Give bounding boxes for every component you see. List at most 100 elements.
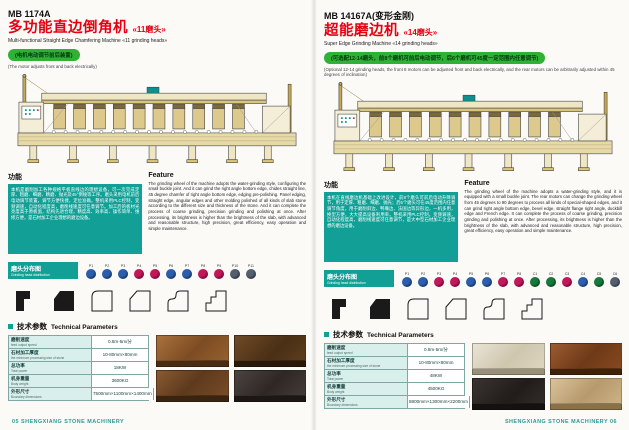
- param-label-zh: 总功率: [327, 370, 341, 376]
- bullet-square-icon: [324, 331, 329, 337]
- grinding-head-label: P10: [231, 263, 239, 268]
- feature-banner-en: (The motor adjusts front and back electr…: [8, 63, 97, 69]
- stone-sample: [233, 334, 306, 367]
- stone-sample-edge: [156, 360, 229, 367]
- edge-profile-icon: [483, 298, 505, 319]
- distribution-label: 磨头分布图 Grinding head distribution: [324, 269, 394, 287]
- param-value-cell: 48KW: [408, 369, 465, 382]
- table-row: 石材加工厚度 the minimum processing size of st…: [9, 348, 149, 362]
- grinding-head: P2: [101, 264, 113, 279]
- feature-column: Feature The grinding wheel of the machin…: [148, 172, 306, 252]
- param-label-en: the minimum processing size of stone: [11, 355, 65, 360]
- grinding-head-label: P2: [104, 263, 110, 268]
- param-value-cell: 7500mm×1100mm×1400mm: [92, 387, 154, 400]
- grinding-head-dot: [166, 268, 176, 279]
- edge-profile-icon: [521, 298, 543, 319]
- grinding-head-label: C2: [548, 271, 554, 276]
- function-heading: 功能: [8, 173, 22, 181]
- product-title-en: Multi-functional Straight Edge Chamferin…: [8, 38, 168, 44]
- grinding-head-label: P7: [500, 271, 506, 276]
- stone-sample-edge: [549, 403, 622, 410]
- table-row: 机身重量 Body weight 4500KG: [325, 382, 465, 396]
- feature-banner-en: (Optional 12-14 grinding heads, the fron…: [324, 66, 615, 77]
- grinding-head-label: P7: [184, 263, 190, 268]
- edge-profile-icon: [129, 290, 151, 311]
- table-row: 外形尺寸 Boundary dimensions 8800mm×1300mm×2…: [325, 395, 470, 409]
- parameters-table: 磨削速度 feed output speed 0.8m-5m/分 石材加工厚度 …: [8, 334, 154, 401]
- distribution-label-en: Grinding head distribution: [327, 280, 366, 285]
- stone-sample: [549, 377, 622, 410]
- stone-sample-edge: [233, 395, 306, 402]
- left-page: MB 1174A 多功能直边倒角机 «11磨头» Multi-functiona…: [8, 9, 306, 402]
- product-title-en: Super Edge Grinding Machine «14 grinding…: [324, 41, 438, 47]
- grinding-head-dot: [594, 276, 604, 287]
- machine-illustration: [324, 78, 622, 178]
- grinding-head: C5: [593, 272, 605, 287]
- stone-sample-edge: [472, 368, 545, 375]
- stone-sample-face: [156, 369, 229, 396]
- grinding-head: C1: [529, 272, 541, 287]
- feature-heading: Feature: [464, 179, 490, 187]
- param-label-zh: 磨削速度: [11, 336, 30, 342]
- grinding-head-label: P1: [404, 271, 410, 276]
- grinding-head-dot: [434, 276, 444, 287]
- stone-sample-edge: [233, 360, 306, 367]
- stone-sample-face: [472, 377, 545, 404]
- grinding-head-dot: [246, 268, 256, 279]
- table-row: 机身重量 Body weight 3600KG: [9, 374, 149, 388]
- grinding-head: P2: [417, 272, 429, 287]
- grinding-head-dot: [578, 276, 588, 287]
- param-label-en: Body weight: [11, 381, 29, 386]
- param-label-zh: 外形尺寸: [327, 396, 346, 402]
- grinding-head-dot: [230, 268, 240, 279]
- stone-sample: [233, 369, 306, 402]
- param-label-en: the minimum processing size of stone: [327, 363, 381, 368]
- feature-banner-zh: (可选配12-14磨头，前8个磨机可前后电动调节，后6个磨机可45度一定范围内任…: [324, 52, 546, 64]
- param-label-zh: 石材加工厚度: [327, 357, 355, 363]
- param-value-cell: 8800mm×1300mm×2200mm: [408, 395, 470, 408]
- function-text-zh: 本机在直线磨边机基础上改进设计，前8个磨头可前后电动升降调节，用于定厚、粗磨、细…: [324, 191, 459, 262]
- params-heading-en: Technical Parameters: [51, 323, 118, 331]
- grinding-head-dot: [498, 276, 508, 287]
- params-heading-zh: 技术参数: [333, 329, 363, 339]
- grinding-head-dot: [530, 276, 540, 287]
- grinding-heads-row: P1 P2 P3 P4: [85, 264, 306, 279]
- grinding-head-label: P5: [152, 263, 158, 268]
- technical-parameters-heading: 技术参数 Technical Parameters: [324, 329, 622, 340]
- grinding-head-label: P3: [436, 271, 442, 276]
- feature-text-en: The grinding wheel of the machine adopts…: [464, 188, 622, 234]
- param-value-cell: 4500KG: [408, 382, 465, 395]
- product-title-zh: 超能磨边机: [324, 23, 399, 39]
- grinding-head-dot: [150, 268, 160, 279]
- grinding-head-dot: [466, 276, 476, 287]
- stone-sample-face: [156, 334, 229, 361]
- distribution-label-zh: 磨头分布图: [11, 266, 42, 273]
- product-title: 超能磨边机 «14磨头»: [324, 23, 622, 40]
- param-label-cell: 磨削速度 feed output speed: [9, 335, 92, 348]
- model-number: MB 14167A(变形金刚): [324, 11, 415, 21]
- edge-profile-icon: [445, 298, 467, 319]
- grinding-head-label: C1: [532, 271, 538, 276]
- grinding-head: P9: [213, 264, 225, 279]
- function-text-zh: 本机是磨削加工各种规格平板直线边的理想设备，可一次完成定厚、粗磨、细磨、精磨、抛…: [8, 183, 143, 254]
- grinding-head-label: P8: [200, 263, 206, 268]
- grinding-head: P11: [245, 264, 257, 279]
- grinding-head: P4: [449, 272, 461, 287]
- stone-sample: [472, 377, 545, 410]
- param-value-cell: 10-80mm×80mm: [408, 356, 465, 369]
- machine-line-art: [17, 73, 297, 163]
- grinding-head-dot: [514, 276, 524, 287]
- product-title: 多功能直边倒角机 «11磨头»: [8, 20, 306, 37]
- grinding-head-label: C5: [596, 271, 602, 276]
- params-heading-zh: 技术参数: [17, 321, 47, 331]
- model-number: MB 1174A: [8, 9, 51, 19]
- edge-profile-icon: [407, 298, 429, 319]
- param-label-zh: 机身重量: [327, 383, 346, 389]
- grinding-head-dot: [214, 268, 224, 279]
- grinding-heads-tag: «14磨头»: [403, 28, 438, 37]
- grinding-head-label: P5: [468, 271, 474, 276]
- grinding-head-dot: [402, 276, 412, 287]
- function-column: 功能 本机是磨削加工各种规格平板直线边的理想设备，可一次完成定厚、粗磨、细磨、精…: [8, 172, 143, 254]
- stone-sample: [549, 342, 622, 375]
